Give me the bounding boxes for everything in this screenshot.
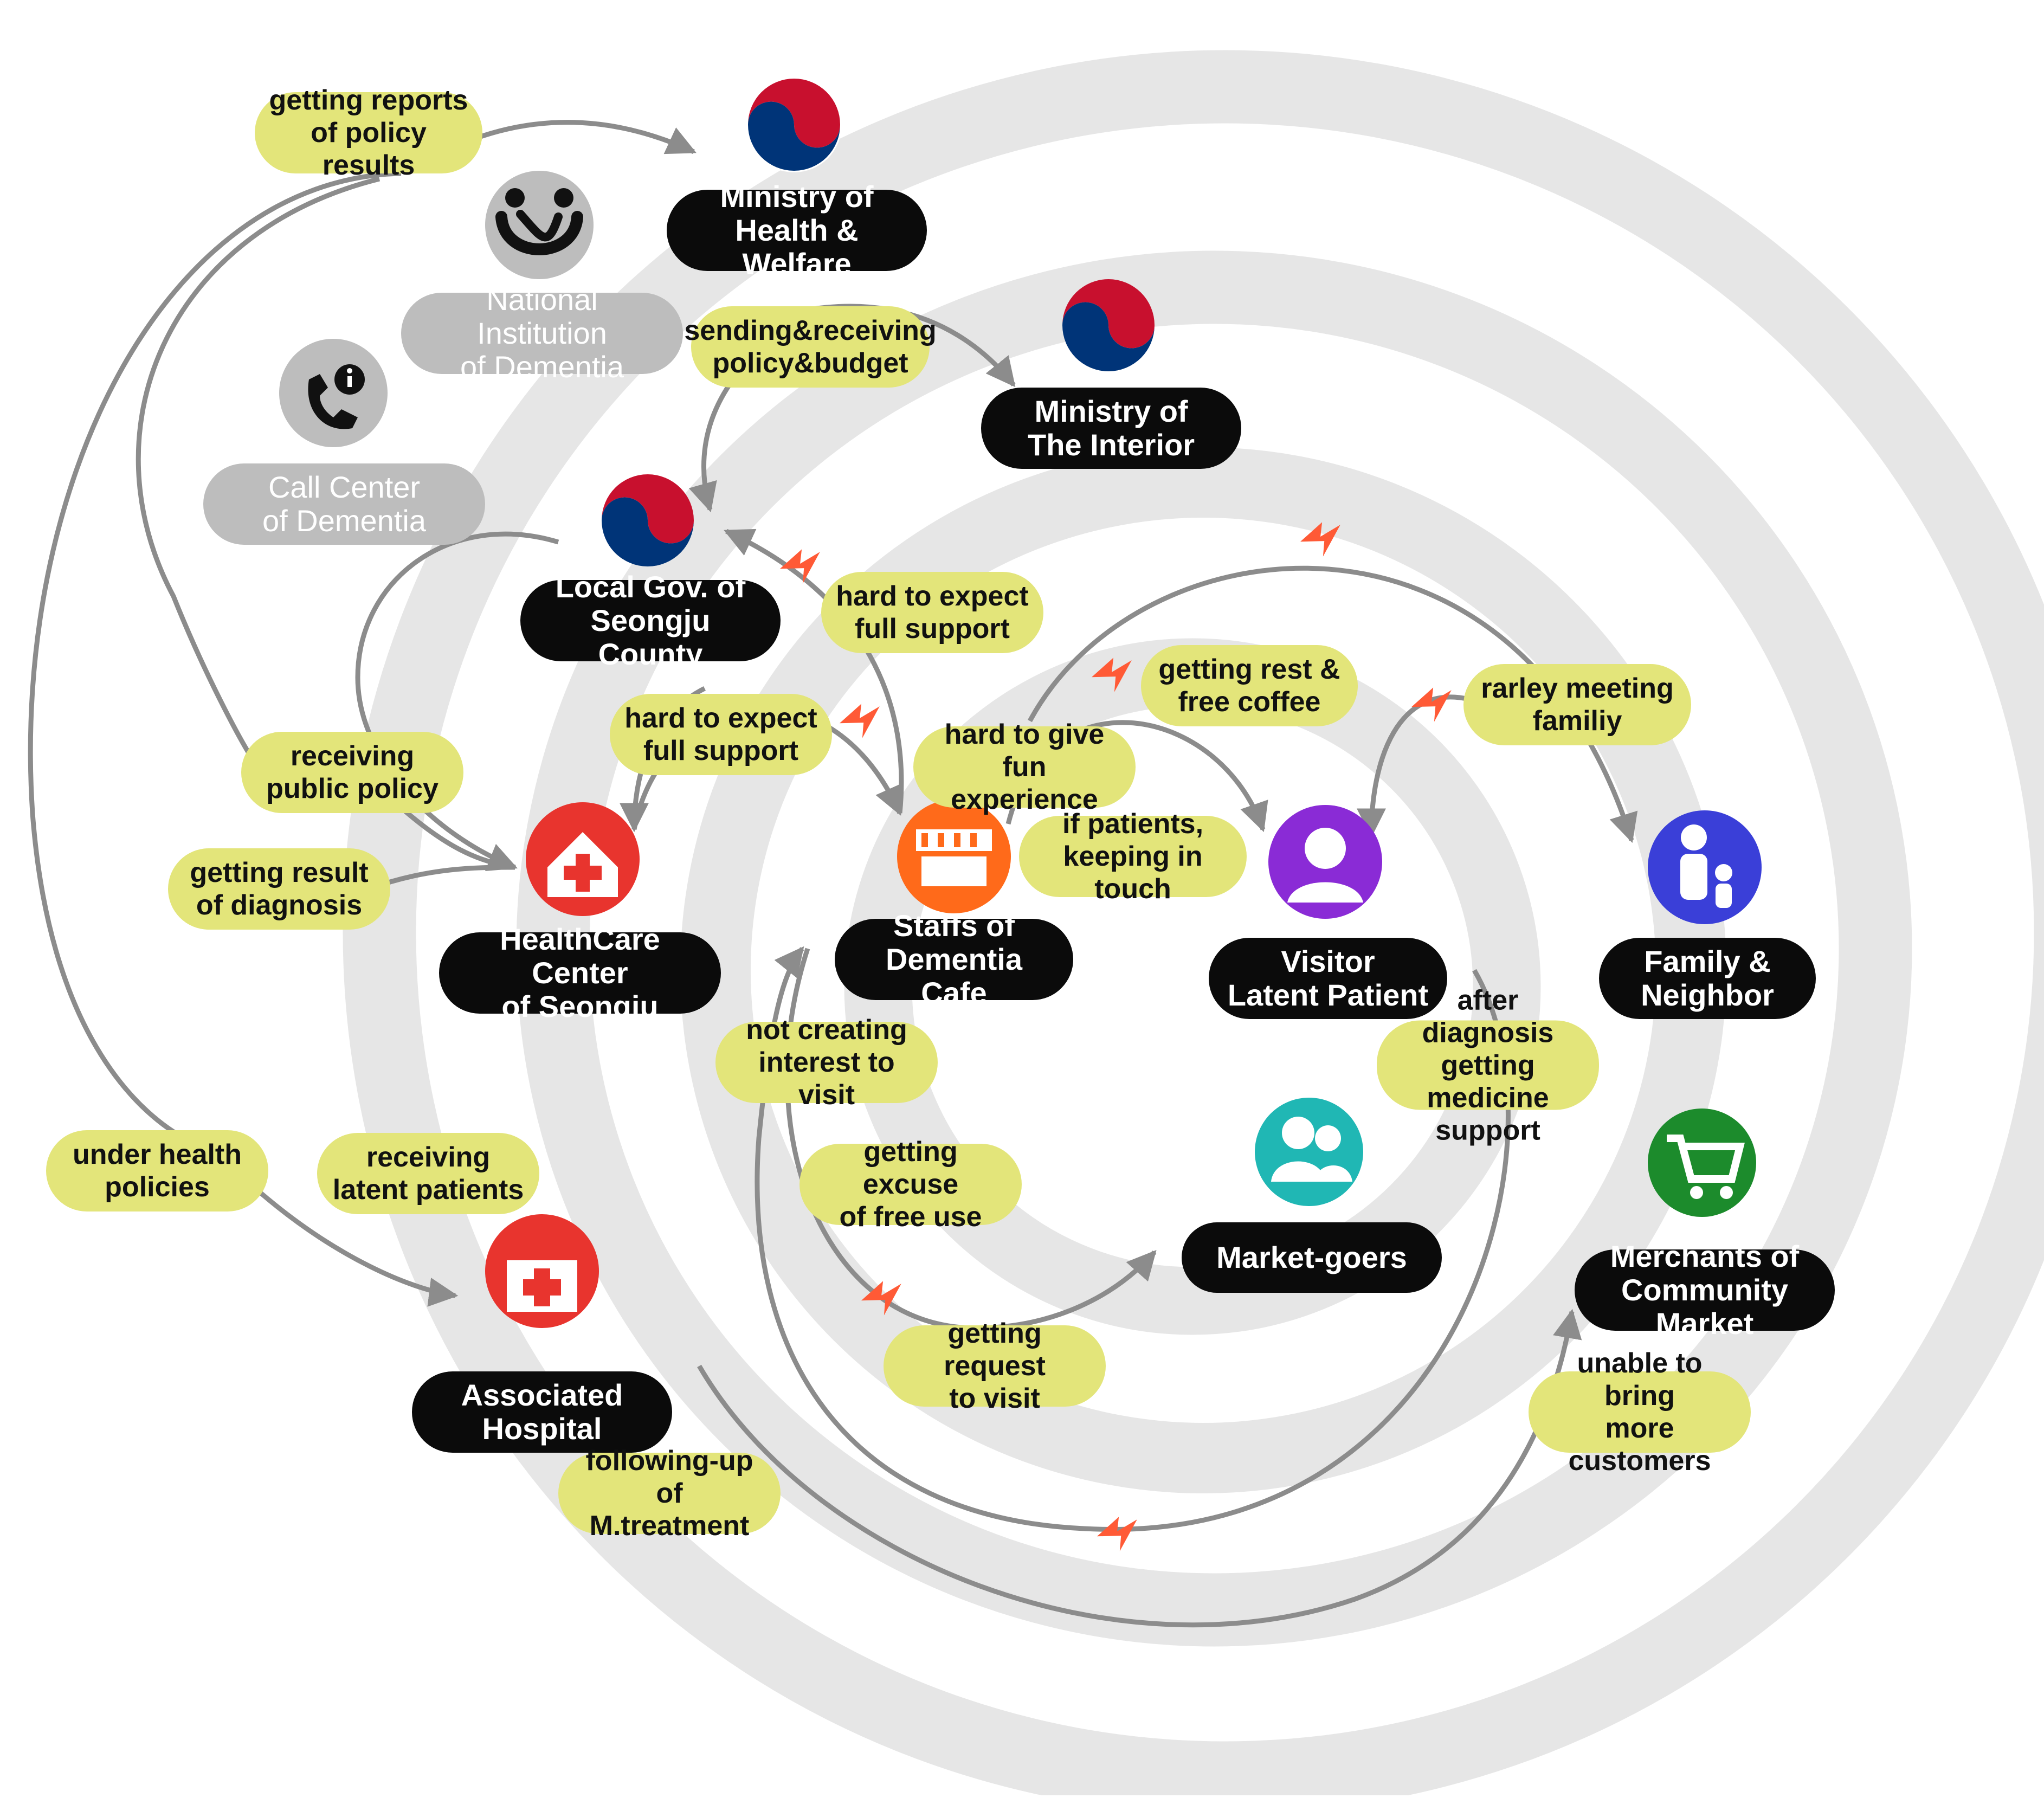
arrow-receiving-policy <box>399 805 515 870</box>
actor-ministry-interior: Ministry of The Interior <box>981 388 1241 469</box>
relation-fun-experience: hard to give fun experience <box>913 719 1136 815</box>
conflict-marks <box>779 522 1452 1551</box>
conflict-icon <box>1091 658 1132 692</box>
actor-national-institution: National Institution of Dementia <box>401 283 683 384</box>
relation-result-diagnosis: getting result of diagnosis <box>168 848 390 930</box>
actor-hospital: Associated Hospital <box>412 1371 672 1453</box>
ring-outer <box>343 50 2044 1798</box>
actor-market-goers: Market-goers <box>1182 1222 1442 1293</box>
healthcare-house-cross-icon <box>526 802 640 916</box>
actor-family: Family & Neighbor <box>1599 938 1816 1019</box>
visitor-woman-icon <box>1268 805 1382 919</box>
arrow-cafe-to-local <box>724 529 904 814</box>
merchants-cart-icon <box>1648 1109 1756 1217</box>
cafe-storefront-icon <box>897 800 1011 913</box>
arrow-policy-budget-to-local <box>688 372 739 513</box>
relation-hard-expect-healthcare: hard to expect full support <box>610 694 832 775</box>
actor-healthcare-center: HealthCare Center of Seongju <box>439 923 721 1023</box>
relation-after-diagnosis: after diagnosis getting medicine support <box>1377 984 1599 1146</box>
arrow-health-to-hospital <box>259 1190 459 1307</box>
family-icon <box>1648 810 1762 924</box>
relation-unable-customers: unable to bring more customers <box>1529 1348 1751 1477</box>
conflict-icon <box>1300 522 1340 557</box>
market-goers-group-icon <box>1255 1098 1363 1206</box>
relation-rarely-family: rarley meeting familiy <box>1463 664 1691 745</box>
conflict-icon <box>1097 1517 1137 1551</box>
arrow-reports-to-ministry <box>454 120 697 154</box>
actor-merchants: Merchants of Community Market <box>1575 1240 1835 1341</box>
call-center-phone-icon <box>279 339 388 447</box>
relation-excuse-free: getting excuse of free use <box>799 1136 1022 1233</box>
relation-not-interest: not creating interest to visit <box>715 1014 938 1111</box>
ministry-health-emblem-icon <box>746 77 842 172</box>
relation-receiving-policy: receiving public policy <box>241 732 463 813</box>
relation-rest-coffee: getting rest & free coffee <box>1141 645 1358 726</box>
conflict-icon <box>1411 687 1452 722</box>
conflict-icon <box>779 549 820 584</box>
actor-cafe-staff: Staffs of Dementia Cafe <box>835 909 1073 1010</box>
relation-receiving-latent: receiving latent patients <box>317 1133 539 1214</box>
relation-under-health: under health policies <box>46 1130 268 1211</box>
relation-request-visit: getting request to visit <box>884 1318 1106 1414</box>
arrow-hospital-to-merchants <box>697 1309 1582 1628</box>
local-gov-emblem-icon <box>602 474 694 566</box>
arrow-result-diagnosis <box>367 865 515 892</box>
actor-visitor: Visitor Latent Patient <box>1209 938 1447 1019</box>
national-institution-logo-icon <box>485 171 594 279</box>
conflict-icon <box>839 704 880 738</box>
ministry-interior-emblem-icon <box>1062 279 1155 371</box>
relation-hard-expect-local: hard to expect full support <box>821 572 1043 653</box>
relation-keeping-touch: if patients, keeping in touch <box>1019 808 1247 905</box>
relation-follow-up: following-up of M.treatment <box>558 1445 781 1542</box>
hospital-cross-icon <box>485 1214 599 1328</box>
relation-policy-budget: sending&receiving policy&budget <box>684 306 937 388</box>
arrow-reports-loop <box>136 176 381 772</box>
actor-ministry-health: Ministry of Health & Welfare <box>667 180 927 281</box>
arrow-local-to-healthcare <box>355 531 559 871</box>
relation-reports: getting reports of policy results <box>255 85 482 181</box>
arrow-under-health <box>28 171 402 1140</box>
actor-call-center: Call Center of Dementia <box>203 463 485 545</box>
actor-local-gov: Local Gov. of Seongju County <box>520 570 781 671</box>
conflict-icon <box>861 1281 901 1316</box>
